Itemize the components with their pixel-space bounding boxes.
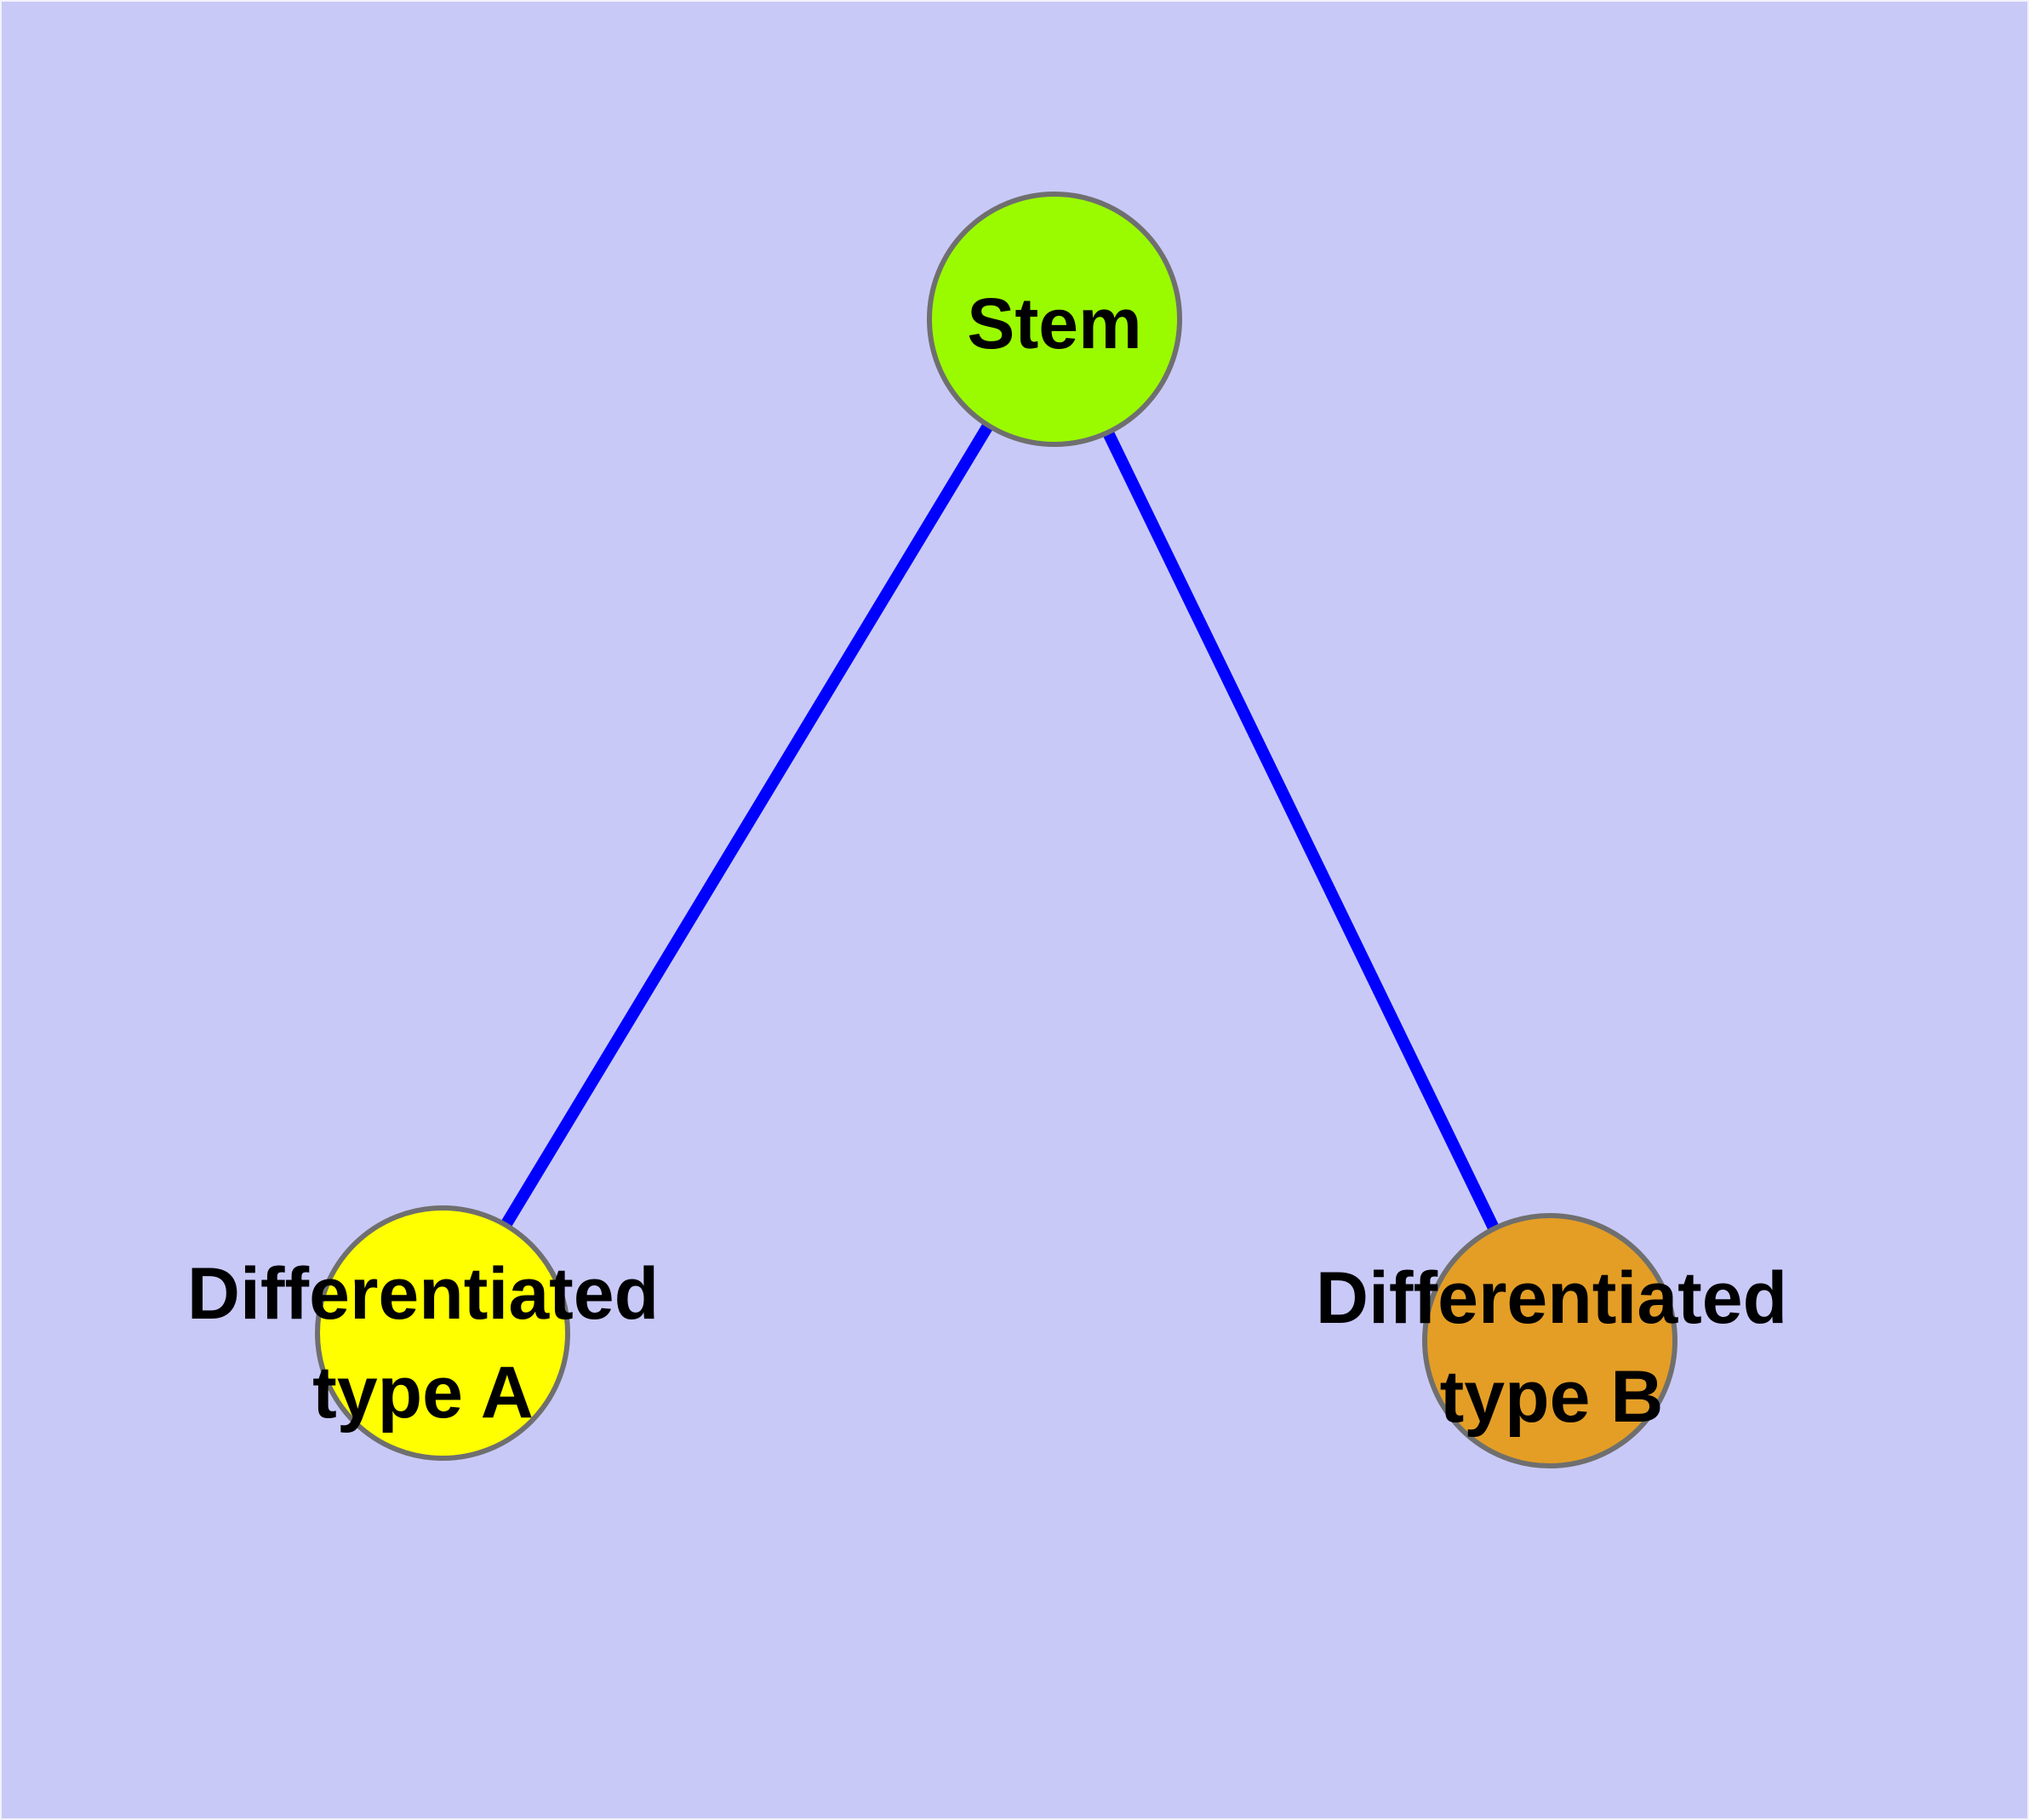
edge-stem-to-type-a <box>437 315 1058 1334</box>
type-b-label: Differentiated type B <box>1316 1249 1787 1446</box>
stem-node <box>927 192 1182 447</box>
type-a-label-line1: Differentiated <box>186 1253 660 1335</box>
edge-stem-to-type-b <box>1047 316 1553 1342</box>
type-b-label-line1: Differentiated <box>1315 1257 1788 1339</box>
type-a-label-line2: type A <box>312 1352 534 1434</box>
stem-label: Stem <box>967 283 1142 363</box>
type-a-node <box>315 1205 570 1461</box>
type-b-node <box>1422 1213 1677 1468</box>
type-b-label-line2: type B <box>1439 1356 1664 1438</box>
type-a-label: Differentiated type A <box>187 1245 659 1442</box>
